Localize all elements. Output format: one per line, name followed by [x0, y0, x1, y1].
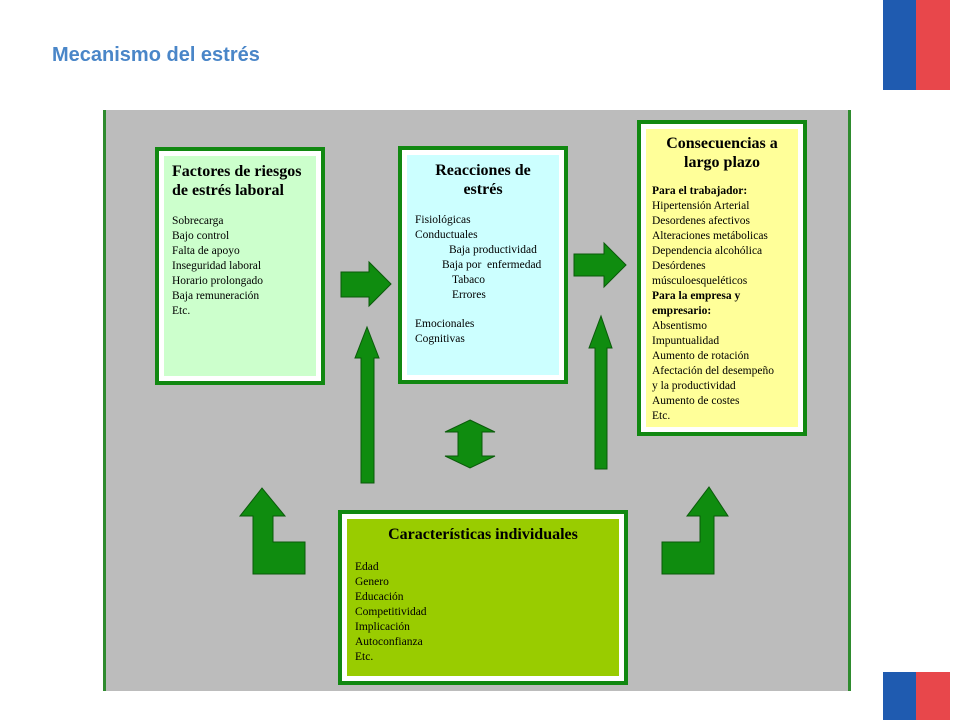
list-item: Dependencia alcohólica: [652, 245, 763, 257]
list-item: Emocionales: [415, 318, 475, 330]
bottom-flag-logo: [883, 672, 950, 720]
list-item: Desórdenes: [652, 260, 706, 272]
list-item: Competitividad: [355, 606, 427, 618]
consecuencias-box: Consecuencias a largo plazo Para el trab…: [637, 120, 807, 436]
list-item: Baja por enfermedad: [442, 259, 542, 271]
list-item: Cognitivas: [415, 333, 465, 345]
factores-list: Sobrecarga Bajo control Falta de apoyo I…: [172, 214, 308, 319]
caracteristicas-title: Características individuales: [388, 526, 578, 543]
reacciones-list: Fisiológicas Conductuales Baja productiv…: [415, 213, 551, 347]
list-item: Falta de apoyo: [172, 245, 240, 257]
list-item: Baja productividad: [449, 244, 537, 256]
list-item: Tabaco: [452, 274, 486, 286]
list-item: Impuntualidad: [652, 335, 720, 347]
factores-title: Factores de riesgos de estrés laboral: [172, 163, 302, 199]
list-item: Errores: [452, 289, 486, 301]
list-item: Aumento de costes: [652, 395, 740, 407]
top-flag-logo: [883, 0, 950, 90]
arrow-up-icon: [354, 325, 380, 484]
list-item: Etc.: [172, 305, 191, 317]
list-item: Genero: [355, 576, 389, 588]
corner-arrow-up-icon: [661, 486, 729, 575]
list-item: Absentismo: [652, 320, 707, 332]
list-item: Sobrecarga: [172, 215, 224, 227]
consecuencias-title: Consecuencias a largo plazo: [666, 135, 778, 171]
list-item: Baja remuneración: [172, 290, 260, 302]
list-item: y la productividad: [652, 380, 736, 392]
list-item: músculoesqueléticos: [652, 275, 748, 287]
double-arrow-icon: [444, 419, 496, 469]
list-item: Autoconfianza: [355, 636, 423, 648]
arrow-right-icon: [573, 241, 627, 289]
list-item: Edad: [355, 561, 379, 573]
list-item: Aumento de rotación: [652, 350, 750, 362]
list-item: Hipertensión Arterial: [652, 200, 750, 212]
list-item: Inseguridad laboral: [172, 260, 262, 272]
list-item: Educación: [355, 591, 404, 603]
reacciones-box: Reacciones de estrés Fisiológicas Conduc…: [398, 146, 568, 384]
list-item: Desordenes afectivos: [652, 215, 751, 227]
list-item: Afectación del desempeño: [652, 365, 774, 377]
arrow-up-icon: [588, 314, 613, 470]
list-item: Fisiológicas: [415, 214, 471, 226]
list-item: Etc.: [355, 651, 374, 663]
caracteristicas-box: Características individuales Edad Genero…: [338, 510, 628, 685]
corner-arrow-up-icon: [238, 487, 306, 575]
list-item: Etc.: [652, 410, 671, 422]
list-item: Horario prolongado: [172, 275, 264, 287]
list-item: Conductuales: [415, 229, 478, 241]
factores-box: Factores de riesgos de estrés laboral So…: [155, 147, 325, 385]
reacciones-title: Reacciones de estrés: [435, 162, 531, 198]
list-item: Bajo control: [172, 230, 230, 242]
list-item: Implicación: [355, 621, 410, 633]
arrow-right-icon: [340, 260, 392, 308]
page-title: Mecanismo del estrés: [52, 44, 260, 66]
empresa-heading: Para la empresa y empresario:: [652, 290, 741, 317]
list-item: Alteraciones metábolicas: [652, 230, 768, 242]
trabajador-heading: Para el trabajador:: [652, 185, 748, 197]
caracteristicas-list: Edad Genero Educación Competitividad Imp…: [355, 560, 611, 665]
